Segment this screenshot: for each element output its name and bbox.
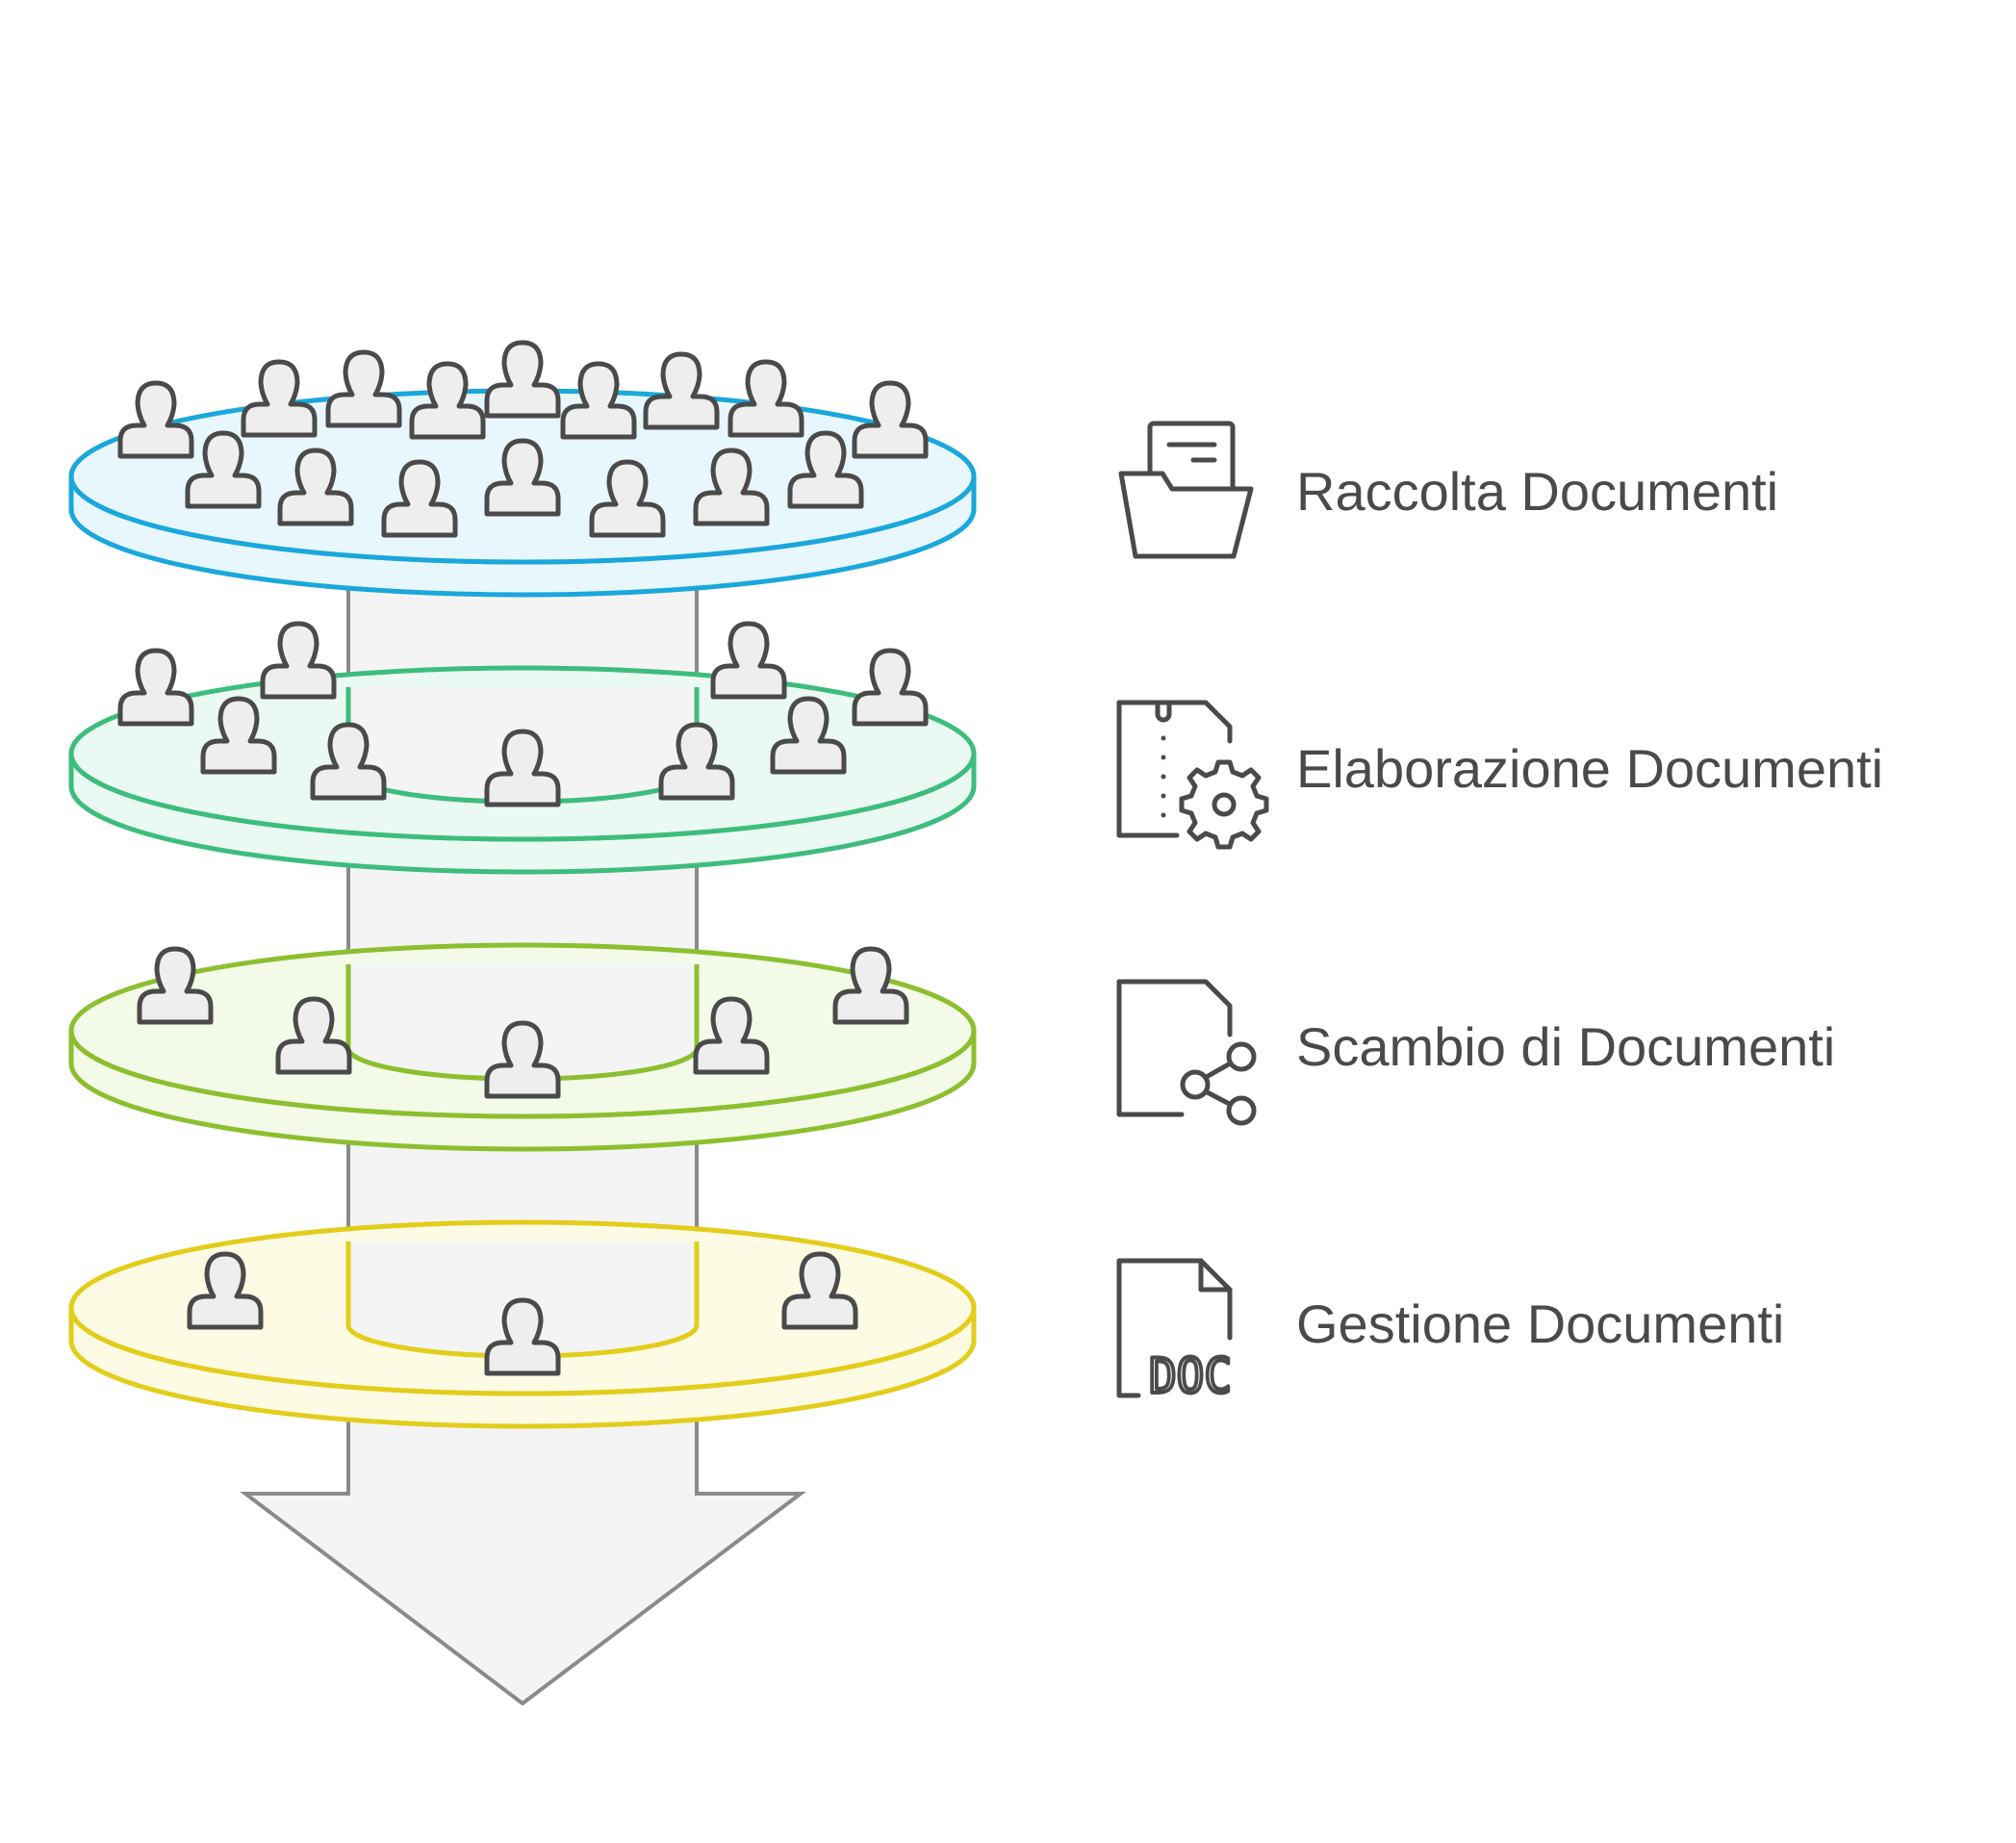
person-icon bbox=[484, 729, 561, 807]
person-icon bbox=[832, 946, 909, 1025]
person-icon bbox=[241, 359, 318, 438]
person-icon bbox=[187, 1251, 264, 1330]
person-icon bbox=[137, 946, 214, 1025]
person-icon bbox=[643, 351, 720, 430]
stage-disc-1 bbox=[68, 340, 977, 598]
stage-label-2: Elaborazione Documenti bbox=[1296, 738, 1883, 799]
stage-disc-3 bbox=[68, 942, 977, 1152]
people-group bbox=[137, 946, 909, 1099]
person-icon bbox=[310, 722, 387, 801]
person-icon bbox=[484, 340, 561, 419]
people-group bbox=[187, 1251, 858, 1376]
stage-label-4: Gestione Documenti bbox=[1296, 1293, 1784, 1354]
person-icon bbox=[409, 361, 486, 440]
people-group bbox=[117, 621, 929, 807]
document-share-icon bbox=[1116, 979, 1257, 1126]
person-icon bbox=[117, 648, 194, 727]
person-icon bbox=[484, 1297, 561, 1376]
person-icon bbox=[781, 1251, 858, 1330]
person-icon bbox=[693, 996, 770, 1075]
person-icon bbox=[277, 448, 354, 526]
person-icon bbox=[727, 359, 804, 438]
person-icon bbox=[260, 621, 337, 700]
person-icon bbox=[693, 448, 770, 526]
person-icon bbox=[484, 438, 561, 517]
person-icon bbox=[185, 430, 262, 509]
person-icon bbox=[770, 696, 847, 775]
stage-disc-4 bbox=[68, 1219, 977, 1429]
document-gear-icon bbox=[1116, 700, 1269, 850]
person-icon bbox=[852, 380, 929, 459]
folder-open-icon bbox=[1118, 421, 1254, 559]
person-icon bbox=[200, 696, 277, 775]
person-icon bbox=[852, 648, 929, 727]
stage-disc-2 bbox=[68, 621, 977, 875]
person-icon bbox=[484, 1020, 561, 1099]
person-icon bbox=[117, 380, 194, 459]
person-icon bbox=[589, 459, 666, 538]
person-icon bbox=[275, 996, 352, 1075]
person-icon bbox=[658, 722, 735, 801]
person-icon bbox=[381, 459, 458, 538]
doc-icon-text: DOC bbox=[1149, 1348, 1232, 1404]
person-icon bbox=[325, 349, 402, 428]
people-group bbox=[117, 340, 929, 538]
person-icon bbox=[560, 361, 637, 440]
person-icon bbox=[710, 621, 787, 700]
stage-label-1: Raccolta Documenti bbox=[1296, 461, 1778, 522]
person-icon bbox=[787, 430, 864, 509]
document-doc-icon: DOC bbox=[1116, 1258, 1234, 1406]
stage-label-3: Scambio di Documenti bbox=[1296, 1016, 1835, 1077]
